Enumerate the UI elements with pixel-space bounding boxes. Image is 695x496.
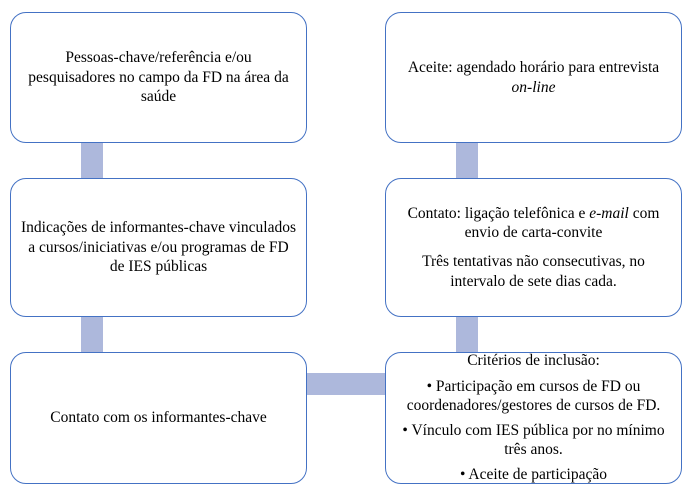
node-contato-convite: Contato: ligação telefônica e e-mail com…: [385, 178, 682, 317]
node-text: Três tentativas não consecutivas, no int…: [422, 253, 645, 290]
connector-right-top: [456, 141, 478, 180]
node-text: Contato com os informantes-chave: [50, 409, 267, 427]
connector-right-bottom: [456, 315, 478, 354]
node-pessoas-chave: Pessoas-chave/referência e/ou pesquisado…: [10, 12, 307, 143]
node-criterios-inclusao: Critérios de inclusão: • Participação em…: [385, 352, 682, 484]
bullet-item: • Aceite de participação: [459, 466, 607, 484]
node-text: Pessoas-chave/referência e/ou pesquisado…: [28, 49, 289, 106]
node-text-italic: e-mail: [589, 204, 629, 222]
node-text-segment: com envio de carta-convite: [464, 204, 660, 242]
connector-horizontal: [298, 373, 390, 395]
node-text-segment: Aceite: agendado horário para entrevista: [407, 58, 660, 76]
node-title: Critérios de inclusão:: [467, 352, 600, 370]
node-aceite-entrevista: Aceite: agendado horário para entrevista…: [385, 12, 682, 143]
node-text: Aceite: agendado horário para entrevista…: [396, 58, 671, 97]
bullet-item: • Vínculo com IES pública por no mínimo …: [402, 422, 665, 459]
node-contato-informantes: Contato com os informantes-chave: [10, 352, 307, 484]
node-text-segment: Contato: ligação telefônica e: [407, 204, 590, 222]
bullet-item: • Participação em cursos de FD ou coorde…: [406, 377, 661, 414]
node-indicacoes-informantes: Indicações de informantes-chave vinculad…: [10, 178, 307, 317]
node-text: Contato: ligação telefônica e e-mail com…: [396, 204, 671, 243]
connector-left-top: [81, 141, 103, 180]
node-text-italic: on-line: [511, 78, 556, 96]
node-text: Indicações de informantes-chave vinculad…: [21, 219, 297, 276]
connector-left-bottom: [81, 315, 103, 354]
